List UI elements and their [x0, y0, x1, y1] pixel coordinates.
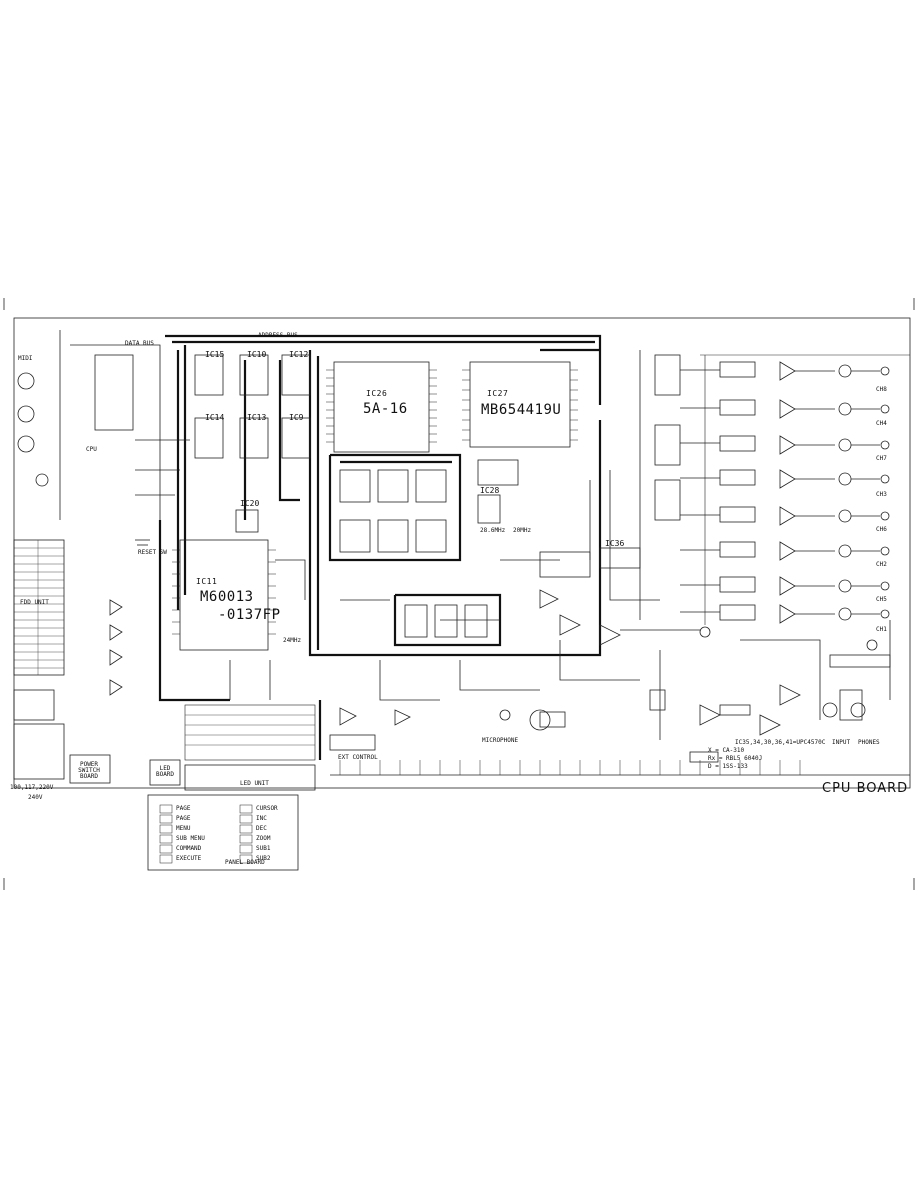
- midi-label: MIDI: [18, 355, 33, 362]
- ic10-body: [239, 354, 269, 396]
- panel-button-menu: MENU: [176, 825, 191, 832]
- panel-board-label: PANEL BOARD: [225, 859, 265, 866]
- ic36-ref: IC36: [605, 539, 625, 548]
- output-ch6: CH6: [876, 526, 887, 533]
- output-ch1: CH1: [876, 626, 887, 633]
- power-switch-box: [69, 754, 111, 784]
- output-stages: [680, 354, 910, 625]
- ic27-ref: IC27: [487, 389, 509, 398]
- ic9-body: [281, 417, 311, 459]
- ic14-ref: IC14: [205, 413, 225, 422]
- ic9-ref: IC9: [289, 413, 304, 422]
- xtal-28mhz-label: 28.6MHz: [480, 527, 506, 534]
- xtal-20mhz-label: 20MHz: [513, 527, 532, 534]
- ext-control-label: EXT CONTROL: [338, 754, 378, 761]
- panel-button-page: PAGE: [176, 805, 191, 812]
- voltage-label: 100,117,220V: [10, 784, 54, 791]
- ic15-body: [194, 354, 224, 396]
- ic11-part-line1: M60013: [200, 589, 254, 605]
- cpu-body: [94, 354, 134, 431]
- panel-button-sub2: SUB2: [256, 855, 271, 862]
- input-label: INPUT: [832, 739, 851, 746]
- microphone-label: MICROPHONE: [482, 737, 519, 744]
- led-unit-label: LED UNIT: [240, 780, 269, 787]
- panel-button-inc: INC: [256, 815, 267, 822]
- output-ch2: CH2: [876, 561, 887, 568]
- data-bus-label: DATA BUS: [125, 340, 154, 347]
- panel-button-submenu: SUB MENU: [176, 835, 205, 842]
- ic10-ref: IC10: [247, 350, 267, 359]
- panel-button-cursor: CURSOR: [256, 805, 278, 812]
- panel-button-page2: PAGE: [176, 815, 191, 822]
- panel-button-sub1: SUB1: [256, 845, 271, 852]
- ic11-part-line2: -0137FP: [218, 607, 281, 623]
- output-ch5: CH5: [876, 596, 887, 603]
- panel-button-zoom: ZOOM: [256, 835, 271, 842]
- panel-button-command: COMMAND: [176, 845, 202, 852]
- led-board-box: [149, 759, 181, 786]
- voltage2-label: 240V: [28, 794, 43, 801]
- led-board-label: LED BOARD: [155, 765, 175, 778]
- ic11-body: [179, 539, 269, 651]
- output-ch4: CH4: [876, 420, 887, 427]
- ic28-body: [477, 459, 519, 486]
- cpu-label: CPU: [86, 446, 97, 453]
- ic12-ref: IC12: [289, 350, 309, 359]
- ic26-ref: IC26: [366, 389, 388, 398]
- op-amp-note: IC35,34,30,36,41=UPC4570C: [735, 739, 826, 746]
- ic28-ref: IC28: [480, 486, 500, 495]
- legend-rx: Rx = RBL5 6040J: [708, 755, 763, 762]
- panel-board-box: [147, 794, 299, 871]
- output-ch3: CH3: [876, 491, 887, 498]
- ic36-body: [539, 551, 591, 578]
- ic12-body: [281, 354, 311, 396]
- ic27-body: [469, 361, 571, 448]
- ic11-ref: IC11: [196, 577, 218, 586]
- ic26-body: [333, 361, 430, 453]
- panel-button-dec: DEC: [256, 825, 267, 832]
- ic20-body: [235, 509, 259, 533]
- address-bus-label: ADDRESS BUS: [258, 332, 298, 339]
- ic20-ref: IC20: [240, 499, 260, 508]
- output-ch8: CH8: [876, 386, 887, 393]
- ic15-ref: IC15: [205, 350, 225, 359]
- power-switch-label: POWER SWITCH BOARD: [78, 761, 100, 780]
- ic13-body: [239, 417, 269, 459]
- ic26-part: 5A-16: [363, 401, 408, 417]
- board-title: CPU BOARD: [822, 781, 909, 796]
- phones-label: PHONES: [858, 739, 880, 746]
- reset-sw-label: RESET SW: [138, 549, 167, 556]
- xtal-24mhz-label: 24MHz: [283, 637, 302, 644]
- ic13-ref: IC13: [247, 413, 267, 422]
- bus-lines: [158, 334, 602, 760]
- fdd-connector: [13, 539, 65, 676]
- legend-x: X = CA-310: [708, 747, 745, 754]
- fdd-unit-label: FDD UNIT: [20, 599, 49, 606]
- ic27-part: MB654419U: [481, 402, 562, 418]
- output-ch7: CH7: [876, 455, 887, 462]
- ic14-body: [194, 417, 224, 459]
- panel-button-execute: EXECUTE: [176, 855, 202, 862]
- legend-d: D = 1SS-133: [708, 763, 748, 770]
